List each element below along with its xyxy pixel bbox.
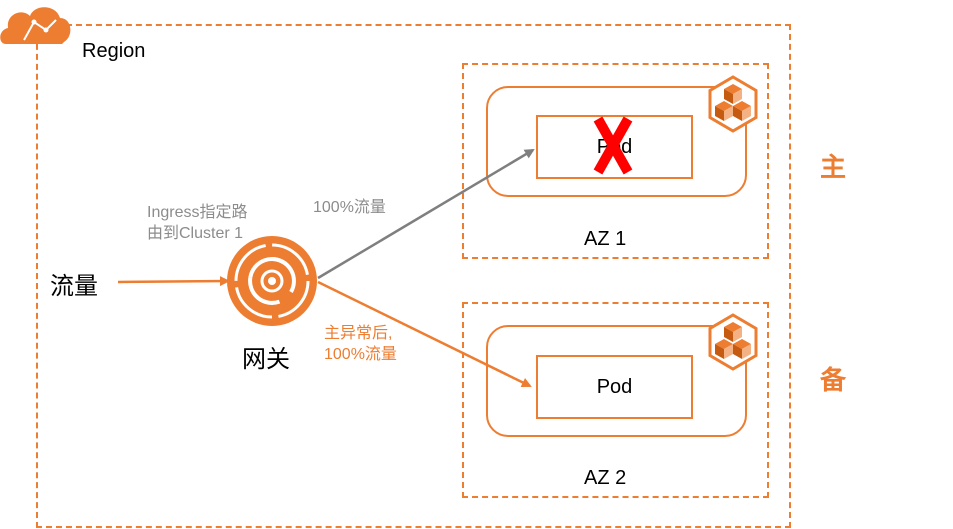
az2-cluster: [486, 325, 747, 437]
traffic-label: 流量: [50, 272, 98, 300]
failover-note: 主异常后, 100%流量: [324, 323, 397, 365]
cube-cluster-icon: [708, 75, 758, 133]
failover-note-line2: 100%流量: [324, 346, 397, 363]
primary-traffic-note: 100%流量: [313, 199, 386, 216]
ingress-note-line2: 由到Cluster 1: [147, 225, 244, 242]
primary-route-arrow: [317, 148, 535, 280]
az2-pod: Pod: [536, 355, 693, 419]
gateway-label: 网关: [242, 345, 290, 373]
ingress-note: Ingress指定路 由到Cluster 1: [147, 202, 247, 244]
failover-route-arrow: [317, 280, 532, 388]
az1-label: AZ 1: [584, 228, 627, 250]
az1-cluster: [486, 86, 747, 197]
gateway-swirl-icon: [227, 236, 317, 326]
traffic-arrow: [117, 276, 230, 287]
az2-pod-label: Pod: [596, 375, 633, 398]
region-boundary: [36, 24, 791, 528]
az2-zone: [462, 302, 769, 498]
cube-cluster-icon: [708, 313, 758, 371]
primary-role-label: 主: [820, 153, 847, 183]
region-label: Region: [82, 40, 146, 62]
x-mark-icon: [593, 116, 633, 175]
az1-zone: [462, 63, 769, 259]
ingress-note-line1: Ingress指定路: [147, 204, 248, 221]
az2-label: AZ 2: [584, 467, 627, 489]
failover-note-line1: 主异常后,: [324, 325, 393, 342]
standby-role-label: 备: [820, 366, 847, 396]
